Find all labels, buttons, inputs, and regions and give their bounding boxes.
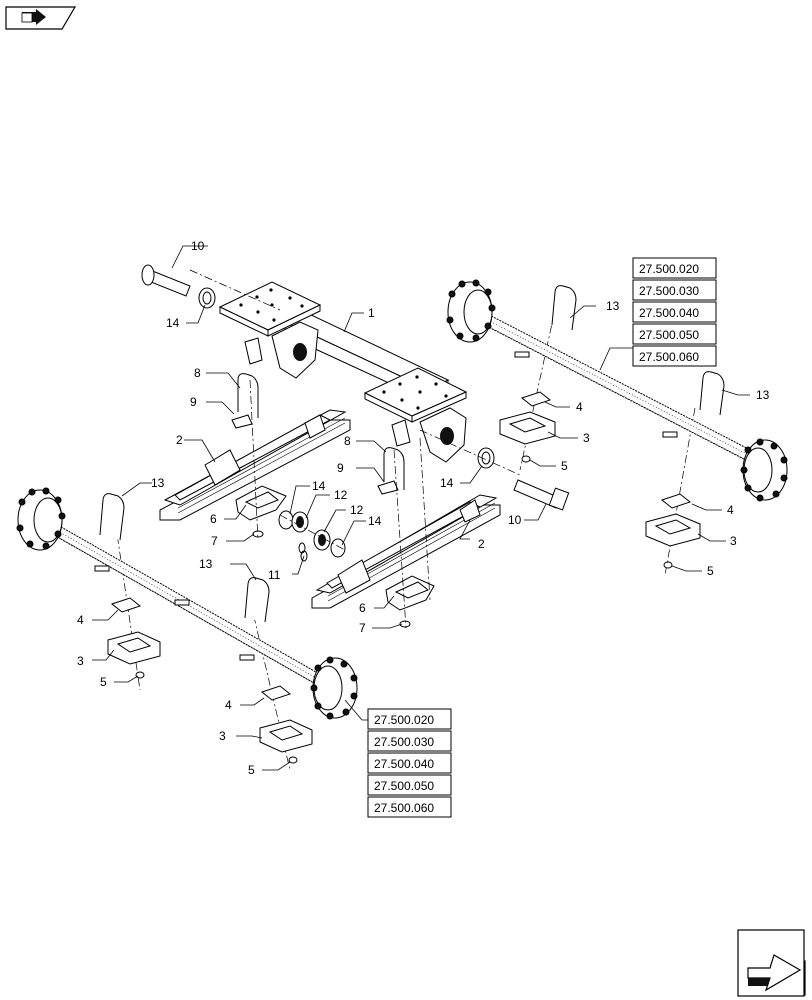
callout-6-left: 6: [210, 512, 217, 526]
callout-14-center-b: 14: [368, 514, 382, 528]
callout-14-center-a: 14: [312, 479, 326, 493]
assembly-centerlines: [114, 269, 696, 771]
callout-5-right-b: 5: [707, 564, 714, 578]
ref-link-left-0[interactable]: 27.500.020: [374, 713, 434, 727]
callout-11: 11: [268, 568, 281, 582]
callout-10-top: 10: [191, 239, 205, 253]
back-navigation-icon[interactable]: [5, 6, 77, 30]
callout-labels: 1 2 2 3 3 3 3 4 4 4 4 5 5 5 5 6 6 7 7 8 …: [77, 239, 770, 777]
u-bolt-13-right-b: [699, 371, 725, 416]
u-bolt-8-right: [377, 447, 405, 495]
u-bolt-13-left-a: [99, 493, 125, 541]
ref-link-left-1[interactable]: 27.500.030: [374, 735, 434, 749]
callout-4-left-a: 4: [77, 613, 84, 627]
ref-link-right-3[interactable]: 27.500.050: [639, 328, 699, 342]
callout-5-left-a: 5: [100, 675, 107, 689]
u-bolt-13-left-b: [244, 577, 270, 623]
callout-3-right-a: 3: [583, 431, 590, 445]
axle-left: [16, 487, 358, 720]
seat-assembly-right-b: [645, 493, 701, 569]
callout-8-left: 8: [194, 366, 201, 380]
u-bolt-13-right-a: [551, 285, 577, 331]
callout-4-right-a: 4: [576, 400, 583, 414]
callout-12-upper: 12: [334, 488, 348, 502]
callout-13-left-a: 13: [151, 476, 165, 490]
callout-8-right: 8: [344, 434, 351, 448]
callout-7-right: 7: [359, 621, 366, 635]
next-page-icon[interactable]: [737, 929, 806, 997]
callout-12-lower: 12: [350, 503, 364, 517]
ref-link-left-2[interactable]: 27.500.040: [374, 757, 434, 771]
callout-2-left: 2: [176, 433, 183, 447]
bushing-set-center: [278, 510, 346, 562]
seat-assembly-left-a: [107, 597, 161, 679]
ref-link-right-2[interactable]: 27.500.040: [639, 306, 699, 320]
callout-3-left-b: 3: [219, 729, 226, 743]
callout-13-right-b: 13: [756, 388, 770, 402]
callout-13-right-a: 13: [606, 299, 620, 313]
leaf-spring-right: [311, 494, 501, 609]
ref-link-right-1[interactable]: 27.500.030: [639, 284, 699, 298]
callout-9-left: 9: [190, 395, 197, 409]
ref-box-group-right-axle: 27.500.020 27.500.030 27.500.040 27.500.…: [632, 257, 717, 367]
callout-4-right-b: 4: [727, 503, 734, 517]
leaf-spring-left: [159, 409, 351, 521]
seat-assembly-left-b: [259, 685, 313, 764]
ref-link-right-4[interactable]: 27.500.060: [639, 350, 699, 364]
callout-5-left-b: 5: [248, 763, 255, 777]
callout-3-right-b: 3: [730, 534, 737, 548]
ref-box-group-left-axle: 27.500.020 27.500.030 27.500.040 27.500.…: [367, 708, 452, 818]
callout-14-top: 14: [166, 316, 180, 330]
callout-10-right: 10: [508, 513, 522, 527]
callout-2-right: 2: [478, 537, 485, 551]
callout-14-right: 14: [440, 476, 454, 490]
callout-6-right: 6: [359, 601, 366, 615]
callout-1: 1: [368, 306, 375, 320]
ref-link-left-4[interactable]: 27.500.060: [374, 801, 434, 815]
ref-link-right-0[interactable]: 27.500.020: [639, 262, 699, 276]
main-frame-beam: [218, 281, 468, 463]
spring-seat-6-left: [235, 485, 287, 538]
spring-seat-6-right: [385, 575, 435, 628]
callout-5-right-a: 5: [561, 459, 568, 473]
leader-lines: [92, 245, 750, 771]
callout-7-left: 7: [211, 534, 218, 548]
pin-10-top: [141, 264, 216, 309]
axle-right: [446, 279, 788, 502]
callout-4-left-b: 4: [225, 698, 232, 712]
ref-link-left-3[interactable]: 27.500.050: [374, 779, 434, 793]
u-bolt-8-left: [231, 373, 259, 429]
callout-3-left-a: 3: [77, 654, 84, 668]
pin-10-right: [477, 447, 570, 511]
callout-13-left-b: 13: [199, 557, 213, 571]
callout-9-right: 9: [337, 461, 344, 475]
seat-assembly-right-a: [499, 391, 556, 463]
